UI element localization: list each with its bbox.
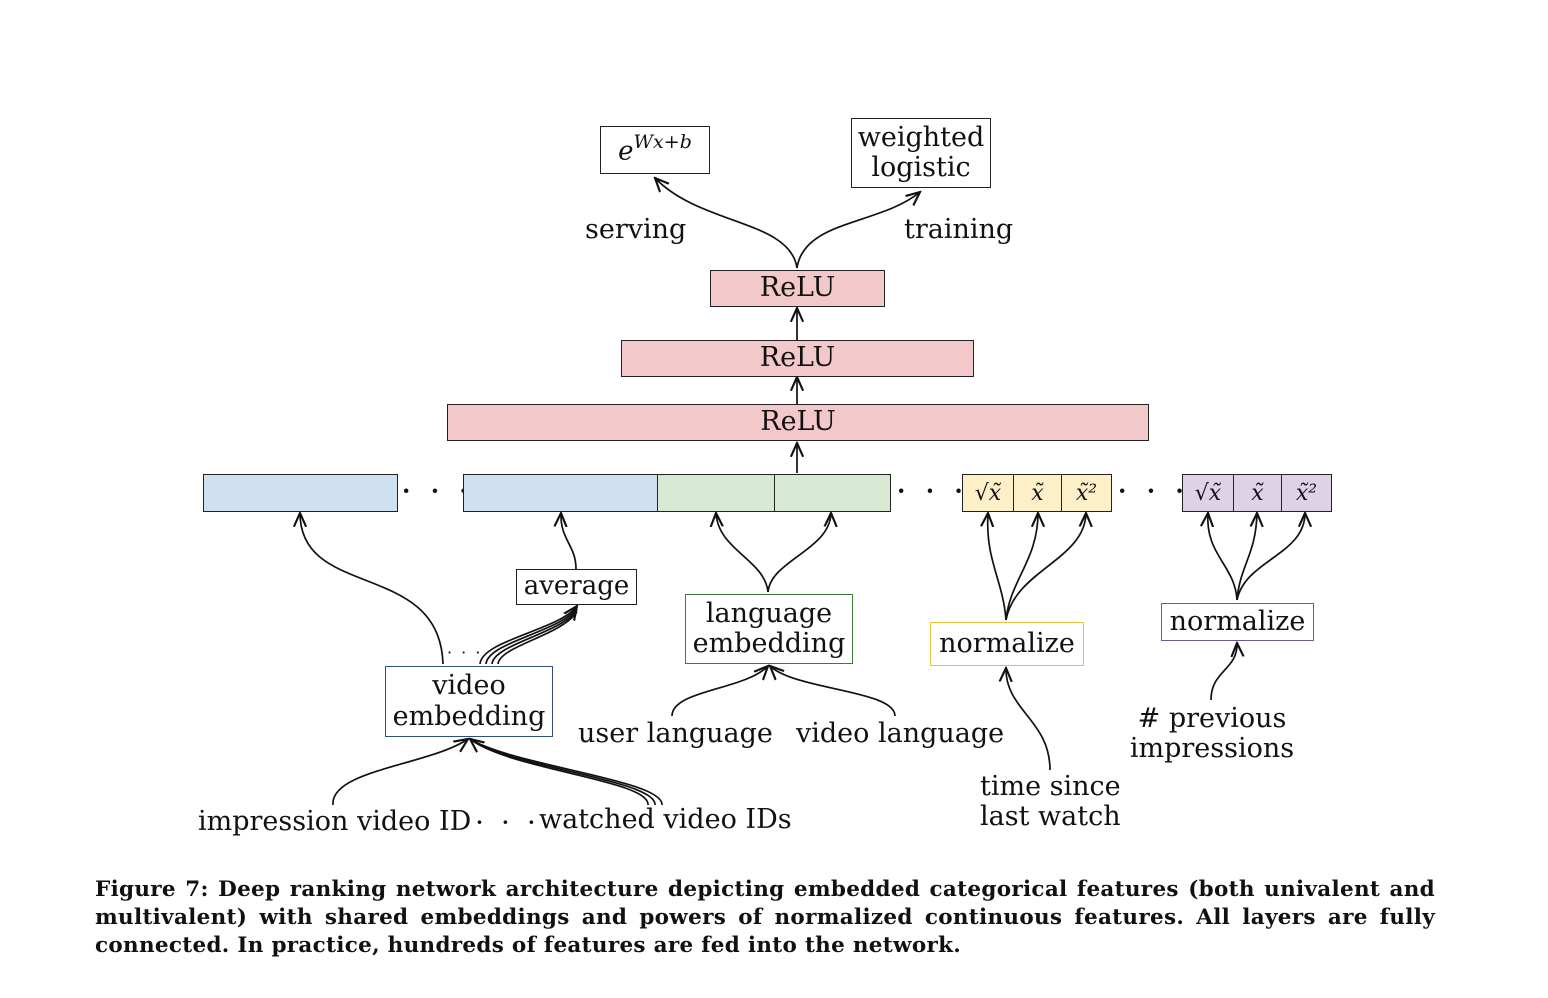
training-line2: logistic [871, 152, 971, 183]
input-impression-video-id: impression video ID [198, 806, 472, 837]
serving-formula: eWx+b [618, 130, 692, 167]
arrow-average-blue2 [561, 513, 577, 570]
input-previous-impressions: # previous impressions [1127, 704, 1297, 763]
arrow-videoemb-average-1 [479, 606, 577, 665]
language-embedding-line2: embedding [692, 628, 846, 659]
relu-layer-middle: ReLU [621, 340, 974, 377]
training-line1: weighted [857, 121, 985, 153]
arrow-previmp-normp [1210, 643, 1237, 701]
video-embedding-segment-1 [203, 474, 398, 512]
arrow-normp-c3 [1236, 513, 1305, 601]
arrow-lang-green2 [767, 513, 831, 593]
time-since-line1: time since [980, 771, 1121, 802]
arrow-normp-c2 [1236, 513, 1257, 601]
arrow-normy-c3 [1005, 513, 1086, 621]
arrow-videoemb-blue1 [300, 513, 444, 665]
input-user-language: user language [578, 718, 773, 749]
previous-impressions-line2: impressions [1129, 732, 1295, 764]
input-video-language: video language [796, 718, 1005, 749]
normalize-purple-node: normalize [1161, 603, 1314, 641]
video-embedding-node: video embedding [385, 666, 553, 737]
row-ellipsis-1: · · · [402, 476, 474, 505]
average-node: average [516, 569, 637, 605]
figure-caption: Figure 7: Deep ranking network architect… [95, 877, 1435, 958]
input-ellipsis: · · · [476, 810, 541, 834]
normalize-yellow-node: normalize [930, 622, 1084, 666]
fanout-dots: · · · [447, 643, 483, 662]
arrow-impression-videoemb [332, 739, 468, 806]
relu-layer-top: ReLU [710, 270, 885, 307]
yellow-linear-cell: x̃ [1013, 474, 1062, 512]
relu-layer-bottom: ReLU [447, 404, 1149, 441]
language-embedding-line1: language [705, 597, 833, 629]
video-embedding-line1: video [432, 670, 506, 702]
arrow-userlang-langemb [671, 666, 768, 717]
purple-linear-cell: x̃ [1233, 474, 1282, 512]
arrow-timesince-normy [1006, 668, 1051, 771]
video-embedding-line2: embedding [392, 700, 546, 732]
arrow-videolang-langemb [770, 666, 896, 717]
language-segment-2 [774, 474, 891, 512]
yellow-sqrt-cell: √x̃ [962, 474, 1014, 512]
arrow-normy-c2 [1005, 513, 1038, 621]
yellow-square-cell: x̃² [1061, 474, 1112, 512]
arrow-lang-green1 [716, 513, 769, 593]
arrow-normp-c1 [1208, 513, 1238, 601]
training-label: training [904, 214, 1014, 245]
language-embedding-node: language embedding [685, 594, 853, 664]
arrow-to-training [796, 192, 920, 269]
serving-label: serving [585, 214, 687, 245]
purple-sqrt-cell: √x̃ [1182, 474, 1234, 512]
arrow-to-serving [655, 178, 798, 269]
row-ellipsis-3: · · · [1118, 476, 1190, 505]
serving-output-box: eWx+b [600, 126, 710, 174]
input-time-since-last-watch: time since last watch [980, 771, 1121, 832]
purple-square-cell: x̃² [1281, 474, 1332, 512]
video-embedding-segment-2 [463, 474, 658, 512]
previous-impressions-line1: # previous [1137, 703, 1287, 734]
row-ellipsis-2: · · · [897, 476, 969, 505]
language-segment-1 [657, 474, 775, 512]
arrow-normy-c1 [988, 513, 1007, 621]
time-since-line2: last watch [980, 800, 1121, 832]
training-output-box: weighted logistic [851, 118, 991, 188]
input-watched-video-ids: watched video IDs [539, 804, 792, 835]
